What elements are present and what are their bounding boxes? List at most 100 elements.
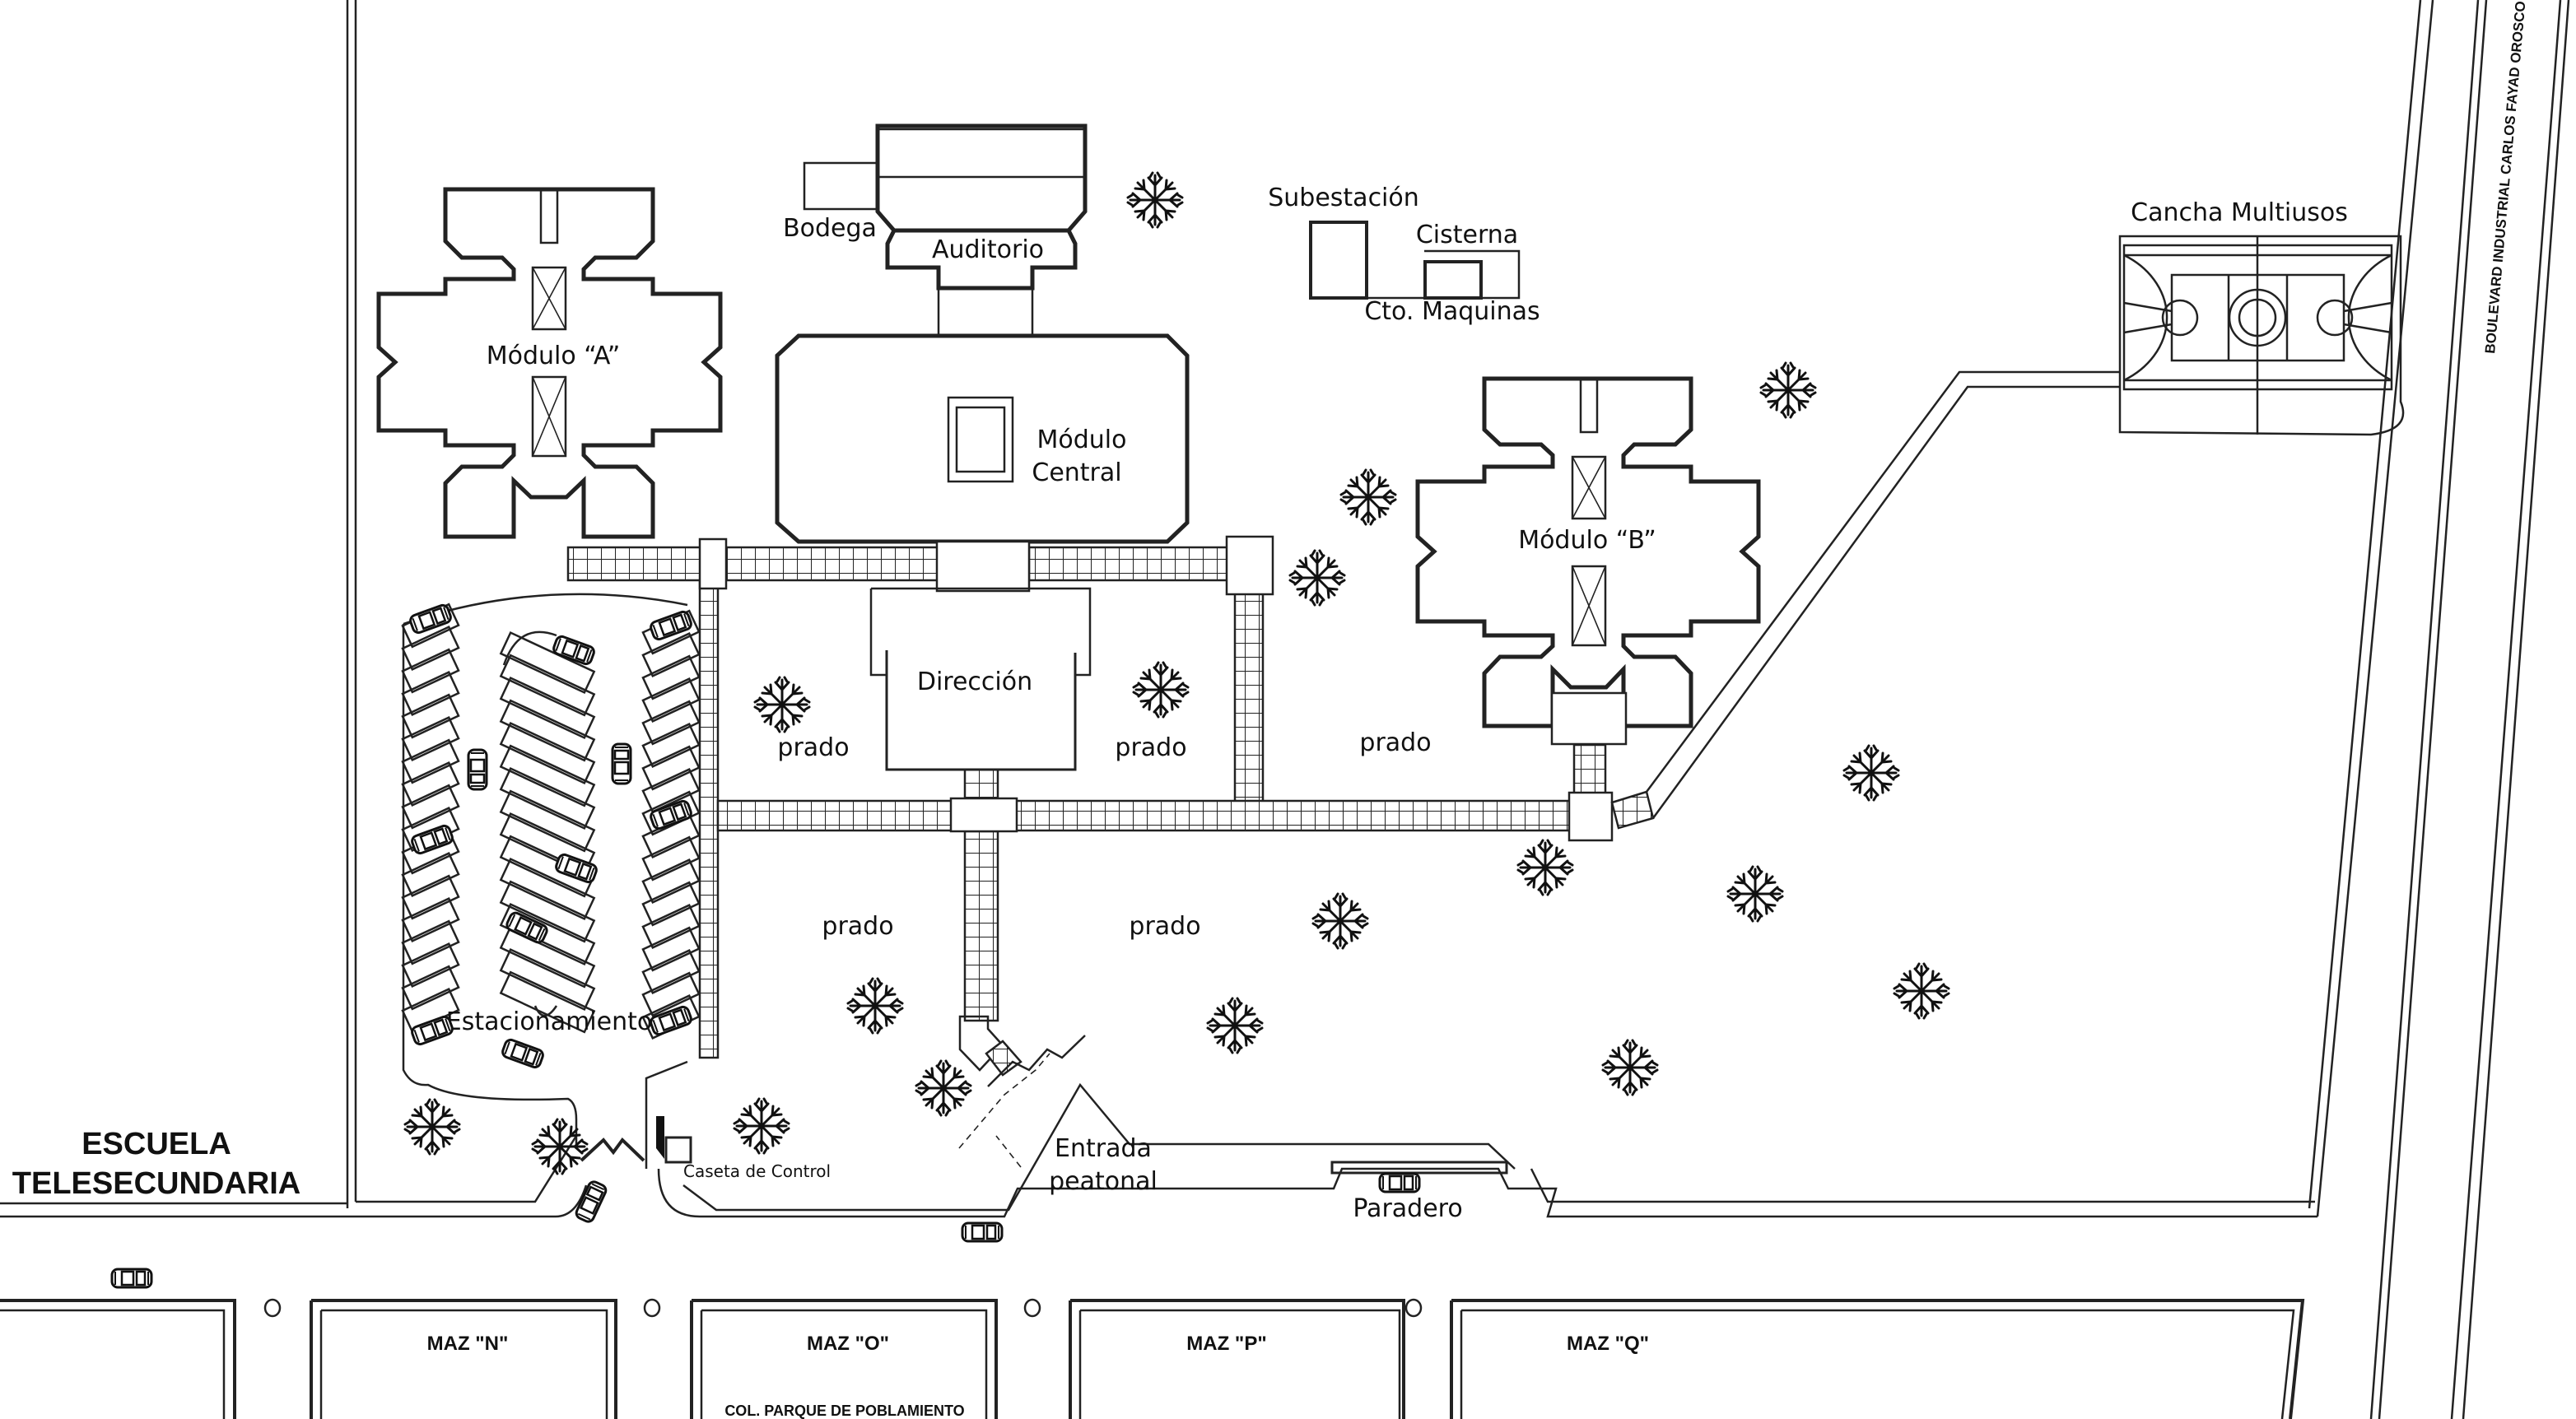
label-bodega: Bodega — [783, 214, 877, 243]
parking-stall — [641, 745, 701, 791]
tree-icon — [733, 1097, 790, 1155]
tree-icon — [1893, 962, 1950, 1020]
parking-stall — [499, 654, 596, 717]
walkways — [566, 370, 2120, 1059]
caseta-de-control[interactable] — [580, 1116, 692, 1164]
tree-icon — [846, 977, 904, 1035]
parking-lot[interactable] — [401, 593, 701, 1169]
neighborhood-label: COL. PARQUE DE POBLAMIENTO — [724, 1403, 964, 1419]
parking-stalls-middle — [499, 630, 596, 1034]
parking-stall — [499, 970, 596, 1034]
parking-stall — [641, 677, 701, 723]
parking-stall — [401, 716, 460, 761]
label-modulo-central-1: Módulo — [1037, 426, 1127, 454]
parking-stall — [499, 857, 596, 921]
block-label-n: MAZ "N" — [427, 1333, 509, 1355]
block-label-q: MAZ "Q" — [1567, 1333, 1649, 1355]
car-icon — [648, 798, 694, 832]
parking-stall — [641, 881, 701, 927]
parking-stall — [641, 835, 701, 882]
label-prado-3: prado — [1359, 728, 1431, 757]
car-icon — [648, 1003, 694, 1038]
building-auditorio[interactable] — [803, 123, 1088, 336]
tree-icon — [1288, 549, 1346, 607]
parking-stall — [401, 693, 460, 739]
tree-icon — [1842, 744, 1900, 802]
car-icon — [409, 822, 455, 857]
label-estacionamiento: Estacionamiento — [446, 1007, 652, 1036]
parking-stall — [401, 852, 460, 897]
label-entrada-2: peatonal — [1049, 1167, 1158, 1196]
label-direccion: Dirección — [917, 668, 1032, 696]
parking-stall — [401, 626, 460, 671]
entrada-peatonal[interactable] — [958, 1015, 1086, 1168]
label-paradero: Paradero — [1353, 1194, 1462, 1223]
car-icon — [648, 608, 694, 643]
building-direccion[interactable] — [869, 587, 1092, 771]
tree-icon — [1206, 997, 1264, 1054]
tree-icon — [1132, 661, 1190, 719]
parking-stall — [401, 648, 460, 694]
label-prado-2: prado — [1115, 733, 1186, 762]
parking-stall — [499, 925, 596, 989]
parking-stall — [499, 880, 596, 943]
parking-stall — [499, 721, 596, 785]
parking-stall — [499, 947, 596, 1012]
tree-icon — [1311, 892, 1369, 950]
building-modulo-central[interactable] — [775, 333, 1190, 544]
tree-icon — [1126, 171, 1184, 229]
car-icon — [110, 1268, 153, 1289]
parking-stall — [641, 723, 701, 768]
tree-icon — [1516, 839, 1574, 896]
parking-stall — [401, 919, 460, 965]
building-modulo-b[interactable] — [1415, 376, 1761, 746]
label-entrada-1: Entrada — [1055, 1134, 1152, 1163]
car-icon — [611, 742, 632, 785]
parking-stall — [499, 789, 596, 853]
label-modulo-b: Módulo “B” — [1518, 526, 1656, 555]
parking-stall — [401, 761, 460, 807]
label-modulo-central-2: Central — [1032, 458, 1121, 487]
parking-stall — [401, 784, 460, 830]
tree-icon — [1726, 865, 1784, 923]
parking-stall — [401, 874, 460, 920]
building-modulo-a[interactable] — [376, 187, 723, 539]
car-icon — [500, 1036, 546, 1071]
car-icon — [467, 748, 488, 791]
car-icon — [961, 1221, 1004, 1243]
parking-stall — [641, 858, 701, 904]
tree-icon — [531, 1118, 589, 1175]
road-label: BOULEVARD INDUSTRIAL CARLOS FAYAD OROSCO — [2482, 1, 2528, 355]
parking-stall — [641, 768, 701, 813]
parking-stall — [401, 965, 460, 1011]
parking-stall — [499, 699, 596, 762]
car-icon — [551, 633, 597, 668]
car-icon — [504, 910, 550, 946]
parking-stall — [641, 654, 701, 700]
parking-stalls-left — [401, 602, 460, 1033]
cancha-multiusos[interactable] — [2118, 235, 2405, 436]
parking-stall — [641, 632, 701, 677]
parking-stall — [499, 902, 596, 966]
label-auditorio: Auditorio — [932, 235, 1044, 264]
parking-stall — [499, 835, 596, 898]
label-prado-1: prado — [777, 733, 849, 762]
tree-icon — [1759, 361, 1817, 419]
parking-stall — [641, 700, 701, 746]
car-icon — [408, 602, 454, 636]
label-subestacion: Subestación — [1268, 184, 1419, 212]
parking-stall — [499, 744, 596, 807]
label-modulo-a: Módulo “A” — [487, 342, 621, 370]
tree-icon — [753, 676, 811, 733]
label-cisterna: Cisterna — [1416, 221, 1518, 249]
parking-stall — [641, 904, 701, 949]
building-subestacion[interactable] — [1309, 221, 1521, 300]
tree-icon — [915, 1059, 972, 1117]
label-prado-5: prado — [1129, 912, 1200, 941]
school-title-line1: ESCUELA — [82, 1127, 231, 1161]
parking-stall — [401, 897, 460, 942]
label-cancha: Cancha Multiusos — [2131, 198, 2348, 227]
parking-stall — [641, 949, 701, 994]
car-icon — [1378, 1172, 1421, 1193]
